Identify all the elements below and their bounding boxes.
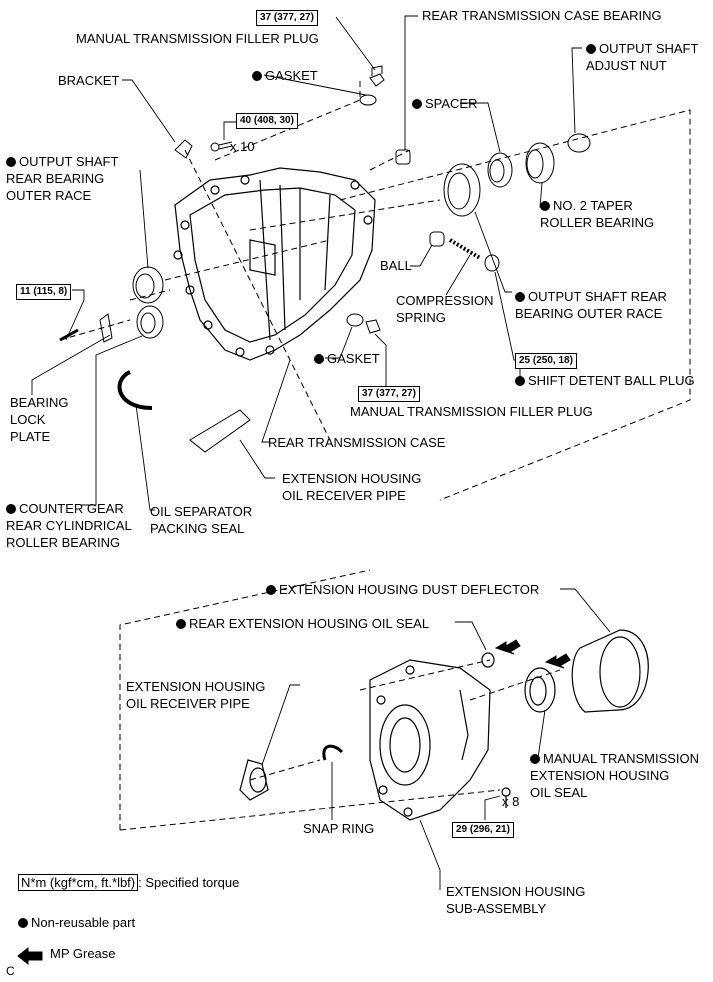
qty-x10: x 10 (230, 139, 255, 154)
non-reusable-icon (530, 754, 540, 764)
small-parts-top (59, 65, 591, 453)
non-reusable-icon (6, 504, 16, 514)
label-bracket: BRACKET (58, 73, 120, 88)
manual-oil-seal-shape (524, 667, 556, 713)
counter-gear-bearing-shape (136, 305, 164, 339)
non-reusable-icon (515, 376, 525, 386)
leader-lines (31, 15, 611, 890)
dust-deflector-shape (571, 629, 649, 713)
lower-dashed-lines (119, 569, 561, 831)
oil-receiver-pipe-bottom-shape (239, 759, 269, 801)
non-reusable-icon (252, 71, 262, 81)
label-lock-plate: BEARING LOCK PLATE (10, 395, 69, 444)
torque-11: 11 (115, 8) (16, 284, 72, 300)
label-snap-ring: SNAP RING (303, 821, 375, 836)
label-outer-race-left: OUTPUT SHAFT REAR BEARING OUTER RACE (6, 154, 119, 203)
label-dust-deflector: EXTENSION HOUSING DUST DEFLECTOR (266, 581, 539, 598)
non-reusable-icon (412, 99, 422, 109)
label-spacer: SPACER (412, 95, 478, 112)
corner-code: C (6, 964, 15, 978)
snap-ring-shape (322, 744, 344, 761)
label-rear-case: REAR TRANSMISSION CASE (268, 435, 446, 450)
label-adjust-nut: OUTPUT SHAFT ADJUST NUT (586, 41, 699, 73)
label-compression-spring: COMPRESSION SPRING (396, 293, 494, 325)
ball-shape (429, 231, 445, 247)
spring-shape (448, 238, 482, 260)
label-rear-oil-seal: REAR EXTENSION HOUSING OIL SEAL (176, 615, 429, 632)
non-reusable-icon (266, 585, 276, 595)
gasket-top-shape (359, 94, 377, 106)
non-reusable-icon (586, 44, 596, 54)
label-rear-case-bearing: REAR TRANSMISSION CASE BEARING (422, 8, 662, 23)
legend-torque: N*m (kgf*cm, ft.*lbf): Specified torque (18, 874, 239, 891)
grease-arrows (17, 639, 571, 966)
lock-plate-shape (99, 313, 113, 343)
label-taper-bearing: NO. 2 TAPER ROLLER BEARING (540, 198, 655, 230)
label-ball: BALL (380, 258, 412, 273)
legend-non-reusable: Non-reusable part (18, 914, 135, 931)
oil-receiver-pipe-top-shape (189, 409, 251, 453)
label-receiver-pipe-top: EXTENSION HOUSING OIL RECEIVER PIPE (282, 471, 422, 503)
label-manual-oil-seal: MANUAL TRANSMISSION EXTENSION HOUSING OI… (530, 751, 700, 800)
rear-transmission-case-drawing (173, 167, 376, 361)
packing-seal-shape (117, 370, 153, 410)
legend-grease-arrow (17, 946, 43, 966)
label-outer-race-right: OUTPUT SHAFT REAR BEARING OUTER RACE (515, 289, 667, 321)
torque-filler-bottom: 37 (377, 27) (358, 386, 420, 402)
adjust-nut-shape (567, 133, 591, 153)
torque-filler-top: 37 (377, 27) (256, 10, 318, 26)
legend-mp-grease: MP Grease (50, 946, 116, 961)
extension-housing-drawing (239, 629, 649, 821)
bracket-shape (174, 139, 193, 159)
label-sub-assembly: EXTENSION HOUSING SUB-ASSEMBLY (446, 884, 586, 916)
outer-race-right-shape (443, 163, 481, 217)
label-counter-gear-bearing: COUNTER GEAR REAR CYLINDRICAL ROLLER BEA… (6, 501, 132, 550)
taper-bearing-shape (525, 142, 555, 184)
label-receiver-pipe-bottom: EXTENSION HOUSING OIL RECEIVER PIPE (126, 679, 266, 711)
label-gasket-top: GASKET (252, 67, 318, 84)
torque-29: 29 (296, 21) (452, 822, 514, 838)
qty-x8: x 8 (502, 794, 520, 809)
non-reusable-icon (18, 918, 28, 928)
non-reusable-icon (314, 354, 324, 364)
gasket-bottom-shape (346, 313, 364, 327)
non-reusable-icon (6, 157, 16, 167)
label-filler-plug-bottom: MANUAL TRANSMISSION FILLER PLUG (350, 404, 593, 419)
rear-oil-seal-shape (481, 652, 495, 668)
non-reusable-icon (515, 292, 525, 302)
spacer-shape (487, 152, 513, 188)
label-gasket-bottom: GASKET (314, 350, 380, 367)
label-detent-ball-plug: SHIFT DETENT BALL PLUG (515, 372, 695, 389)
rear-case-bearing-shape (395, 149, 411, 165)
torque-bolt-40: 40 (408, 30) (236, 113, 298, 129)
label-filler-plug-top: MANUAL TRANSMISSION FILLER PLUG (76, 31, 319, 46)
label-packing-seal: OIL SEPARATOR PACKING SEAL (150, 504, 253, 536)
legend-torque-box: N*m (kgf*cm, ft.*lbf) (18, 874, 139, 891)
detent-plug-shape (484, 254, 500, 272)
non-reusable-icon (540, 201, 550, 211)
torque-25: 25 (250, 18) (515, 353, 577, 369)
non-reusable-icon (176, 619, 186, 629)
